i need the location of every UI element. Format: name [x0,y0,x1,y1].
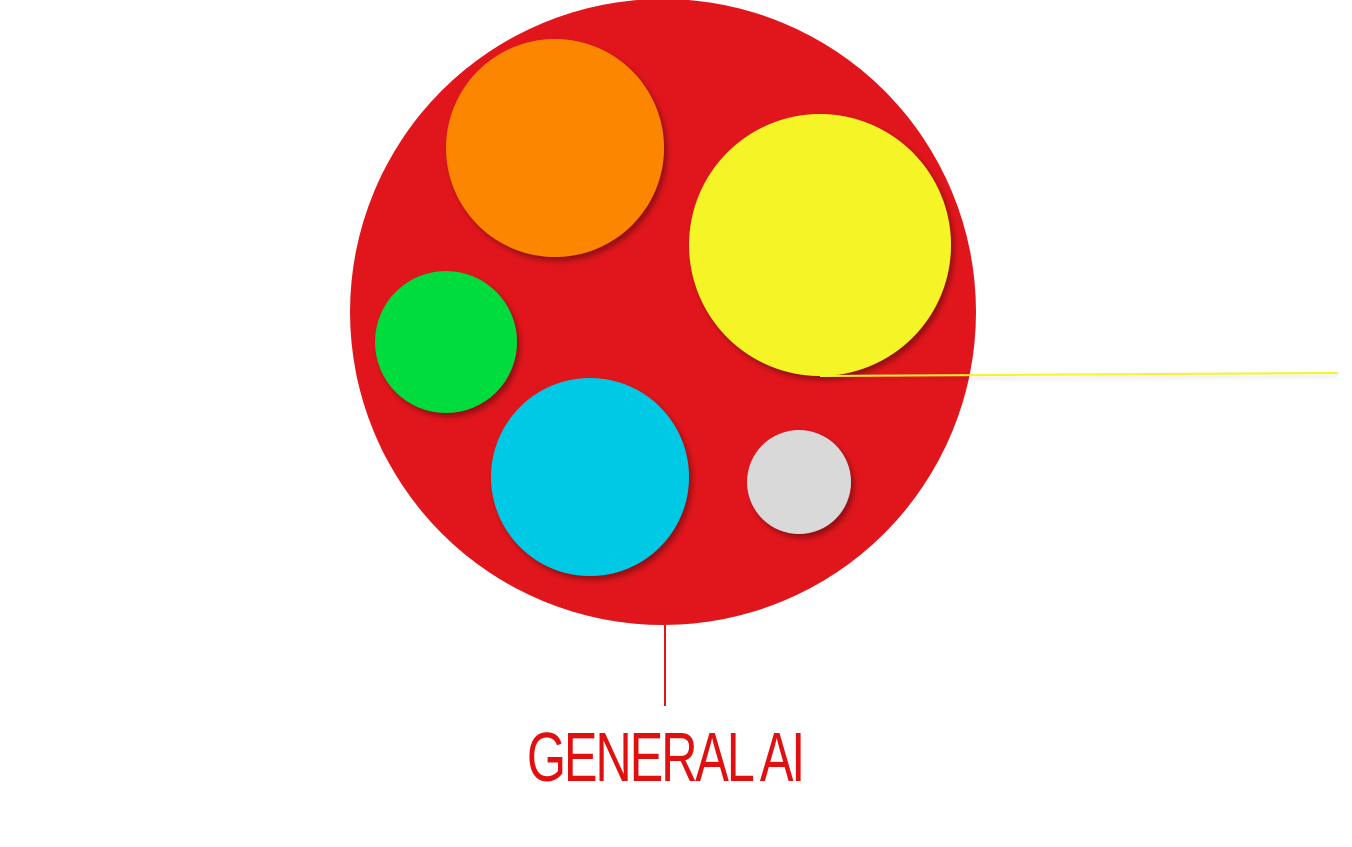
diagram-title: GENERAL AI [526,718,805,796]
green-circle [375,271,517,413]
gray-circle [747,430,851,534]
blue-circle [491,378,689,576]
yellow-circle [689,114,951,376]
orange-circle [446,39,664,257]
yellow-leader-line [819,372,1339,377]
